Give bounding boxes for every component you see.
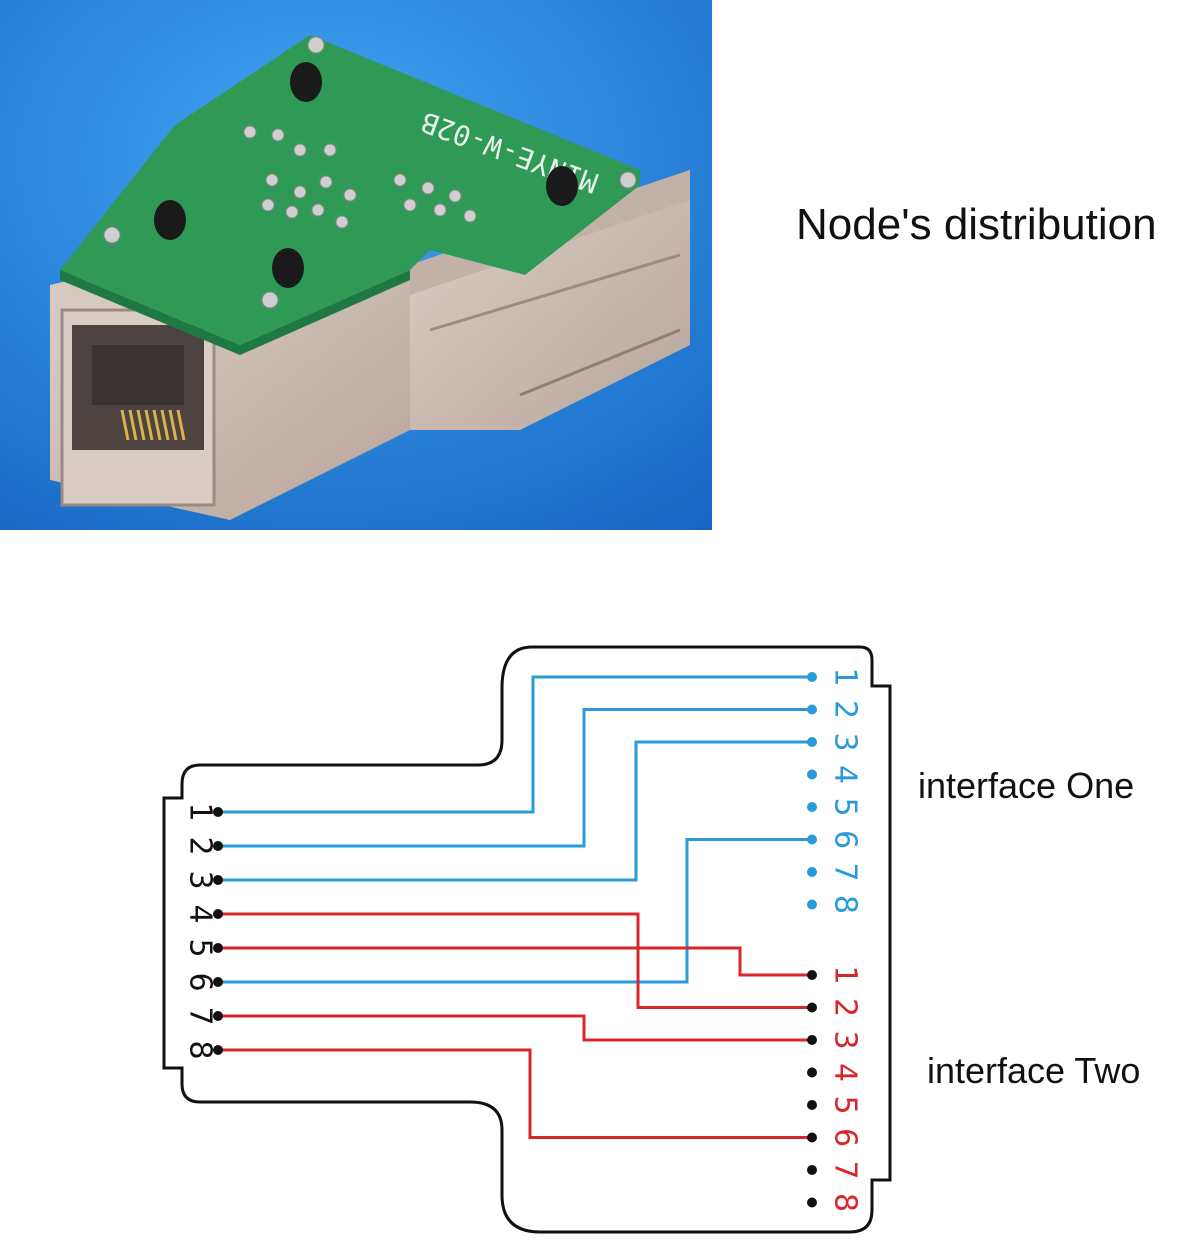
interface-one-pin-dot-4 — [807, 769, 817, 780]
interface-two-pin-dot-1 — [807, 970, 817, 980]
interface-one-pin-label-5: 5 — [828, 797, 863, 816]
left-pin-dot-4 — [213, 909, 223, 919]
wire-pin5-to-interface-two-pin1 — [218, 946, 812, 977]
diagram-heading: Node's distribution — [796, 200, 1157, 249]
left-pin-label-1: 1 — [183, 802, 218, 821]
interface-one-pin-label-6: 6 — [828, 830, 863, 849]
interface-one-pin-dot-6 — [807, 834, 817, 845]
interface-two-pin-dot-8 — [807, 1197, 817, 1208]
interface-two-pin-dot-4 — [807, 1067, 817, 1078]
left-pin-dot-1 — [213, 807, 223, 817]
left-pin-label-8: 8 — [183, 1040, 218, 1059]
wire-pin6-to-interface-one-pin6 — [218, 838, 812, 984]
interface-two-pin-label-5: 5 — [828, 1095, 863, 1114]
interface-one-pin-label-2: 2 — [828, 700, 863, 719]
interface-one-pin-label-1: 1 — [828, 667, 863, 686]
interface-two-pin-dot-2 — [807, 1002, 817, 1013]
interface-two-pin-dot-5 — [807, 1100, 817, 1110]
left-pin-label-2: 2 — [183, 836, 218, 855]
interface-one-pin-dot-7 — [807, 867, 817, 877]
interface-two-pin-dot-7 — [807, 1165, 817, 1175]
wiring-diagram: 1 2 3 4 5 6 7 8 1 2 3 4 5 6 7 8 1 2 3 4 5 6 7 8 — [162, 645, 892, 1234]
interface-one-pin-label-8: 8 — [828, 895, 863, 914]
interface-one-pin-label-3: 3 — [828, 732, 863, 751]
wire-pin4-to-interface-two-pin2 — [218, 912, 812, 1009]
interface-one-pin-dot-2 — [807, 704, 817, 715]
left-pin-dot-7 — [213, 1011, 223, 1021]
board-outline — [162, 645, 892, 1234]
wire-pin7-to-interface-two-pin3 — [218, 1014, 812, 1042]
wire-pin1-to-interface-one-pin1 — [218, 675, 812, 814]
wire-pin3-to-interface-one-pin3 — [218, 740, 812, 882]
interface-two-pin-label-7: 7 — [828, 1160, 863, 1179]
wire-pin2-to-interface-one-pin2 — [218, 708, 812, 848]
product-photo: MINYE-W-02B — [0, 0, 712, 530]
left-pin-label-7: 7 — [183, 1006, 218, 1025]
interface-two-pin-label-6: 6 — [828, 1128, 863, 1147]
left-pin-label-3: 3 — [183, 870, 218, 889]
interface-two-pin-label-8: 8 — [828, 1193, 863, 1212]
interface-two-pin-label-1: 1 — [828, 965, 863, 984]
left-pin-label-5: 5 — [183, 938, 218, 957]
interface-one-pin-label-4: 4 — [828, 765, 863, 784]
wire-pin8-to-interface-two-pin6 — [218, 1048, 812, 1139]
interface-one-pin-dot-8 — [807, 899, 817, 910]
interface-two-pin-dot-3 — [807, 1035, 817, 1045]
left-pin-dot-2 — [213, 841, 223, 851]
interface-two-label: interface Two — [927, 1050, 1141, 1091]
interface-two-pin-dot-6 — [807, 1132, 817, 1143]
interface-one-pin-label-7: 7 — [828, 862, 863, 881]
pcb-board: MINYE-W-02B — [60, 35, 640, 355]
left-pin-dot-3 — [213, 875, 223, 885]
left-pin-label-4: 4 — [183, 904, 218, 923]
left-pin-dot-8 — [213, 1045, 223, 1055]
solder-joints — [103, 36, 637, 309]
interface-two-pin-label-2: 2 — [828, 998, 863, 1017]
left-pin-dot-5 — [213, 943, 223, 953]
port-contacts — [120, 409, 186, 441]
interface-one-label: interface One — [918, 765, 1135, 806]
interface-one-pin-dot-5 — [807, 802, 817, 812]
interface-two-pin-label-3: 3 — [828, 1030, 863, 1049]
interface-one-pin-dot-1 — [807, 672, 817, 682]
interface-one-pin-dot-3 — [807, 737, 817, 747]
left-pin-label-6: 6 — [183, 972, 218, 991]
interface-two-pin-label-4: 4 — [828, 1063, 863, 1082]
left-pin-dot-6 — [213, 977, 223, 987]
